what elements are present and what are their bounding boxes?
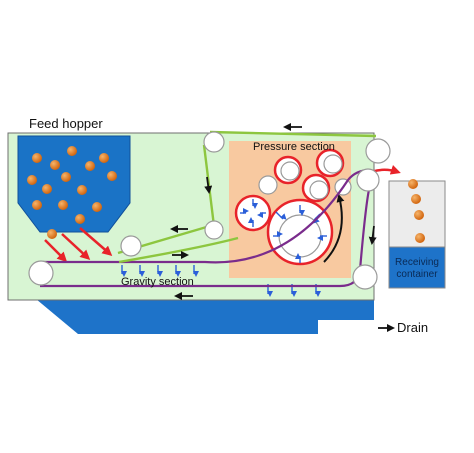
roller-icon [323, 154, 343, 174]
sphere [107, 171, 117, 181]
direction-arrow-icon [79, 227, 113, 256]
pressure-section-label: Pressure section [253, 141, 335, 153]
gravity-section-label: Gravity section [121, 276, 194, 288]
receiving-label-line1: Receiving [395, 257, 439, 268]
main-rollers [28, 131, 391, 290]
direction-arrow-icon [204, 176, 213, 194]
rotation-arrow-icon [323, 194, 345, 263]
drain-label: Drain [397, 320, 428, 335]
sphere [411, 194, 421, 204]
sphere [27, 175, 37, 185]
sphere [32, 153, 42, 163]
direction-arrow-icon [368, 225, 377, 245]
receiving-container-water [388, 246, 446, 289]
sphere [99, 153, 109, 163]
sphere [58, 200, 68, 210]
belt-direction-arrows [170, 123, 395, 332]
sphere [414, 210, 424, 220]
sphere [415, 233, 425, 243]
sphere [61, 172, 71, 182]
roller-icon [204, 220, 224, 240]
roller-icon [120, 235, 142, 257]
receiving-label-line2: container [396, 269, 438, 280]
roller-icon [365, 138, 391, 164]
sphere [408, 179, 418, 189]
roller-icon [356, 168, 380, 192]
sphere [77, 185, 87, 195]
direction-arrow-icon [44, 239, 68, 263]
pressure-arrow-icon [275, 211, 287, 220]
sphere [92, 202, 102, 212]
roller-icon [352, 264, 378, 290]
spheres-icon [408, 179, 425, 243]
feed-hopper-label: Feed hopper [29, 116, 103, 131]
sphere [32, 200, 42, 210]
roller-icon [309, 180, 329, 200]
spheres-icon [27, 146, 117, 239]
sphere [67, 146, 77, 156]
roller-icon [280, 161, 300, 181]
cavity [234, 194, 272, 232]
sphere [42, 184, 52, 194]
drain-basin [36, 299, 374, 334]
sphere [47, 229, 57, 239]
sphere [85, 161, 95, 171]
roller-icon [203, 131, 225, 153]
direction-arrow-icon [61, 233, 91, 261]
roller-icon [28, 260, 54, 286]
sphere [50, 160, 60, 170]
sphere [75, 214, 85, 224]
roller-icon [258, 175, 278, 195]
feed-arrows [44, 227, 113, 263]
